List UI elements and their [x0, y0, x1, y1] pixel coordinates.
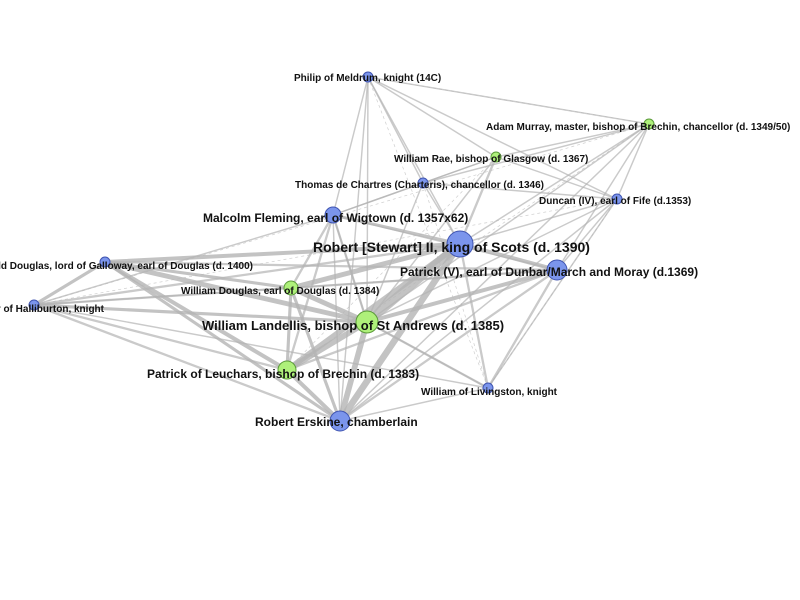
node-layer	[28, 71, 655, 432]
edge-livingston-duncan	[487, 198, 618, 389]
node-leuchars[interactable]	[277, 360, 297, 380]
edge-layer	[32, 76, 650, 425]
node-thomas[interactable]	[417, 177, 429, 189]
edge-robert2-rae	[458, 155, 498, 246]
node-malcolm[interactable]	[324, 206, 342, 224]
edge-erskine-wdouglas	[289, 286, 342, 423]
edge-robert2-erskine	[336, 240, 464, 425]
node-wdouglas[interactable]	[283, 280, 299, 296]
edge-archibald-halliburton	[32, 260, 107, 307]
edge-robert2-archibald	[103, 242, 462, 264]
edge-landellis-halliburton	[32, 303, 369, 324]
node-label-wdouglas: William Douglas, earl of Douglas (d. 138…	[181, 286, 379, 297]
edge-rae-duncan	[495, 156, 618, 200]
edge-malcolm-philip	[332, 76, 369, 216]
edge-wdouglas-malcolm	[289, 213, 335, 290]
edge-malcolm-landellis	[332, 214, 368, 323]
edge-thomas-rae	[422, 156, 497, 184]
node-label-robert2: Robert [Stewart] II, king of Scots (d. 1…	[313, 239, 590, 255]
edge-landellis-patrickv	[365, 268, 559, 324]
node-label-leuchars: Patrick of Leuchars, bishop of Brechin (…	[147, 367, 419, 381]
node-label-philip: Philip of Meldrum, knight (14C)	[294, 73, 441, 84]
node-archibald[interactable]	[99, 256, 111, 268]
edge-patrickv-duncan	[556, 198, 618, 271]
edge-erskine-archibald	[103, 260, 342, 423]
node-patrickv[interactable]	[546, 259, 568, 281]
node-landellis[interactable]	[355, 310, 379, 334]
edge-erskine-livingston	[339, 387, 489, 422]
node-label-livingston: William of Livingston, knight	[421, 387, 558, 398]
edge-thomas-adam	[422, 123, 650, 184]
node-adam[interactable]	[643, 118, 655, 130]
edge-leuchars-patrickv	[285, 268, 559, 372]
edge-adam-philip	[367, 76, 650, 125]
node-philip[interactable]	[362, 71, 374, 83]
edge-rae-leuchars	[286, 156, 497, 371]
edge-robert2-adam	[459, 123, 650, 245]
edge-erskine-patrickv	[338, 268, 559, 423]
node-label-erskine: Robert Erskine, chamberlain	[255, 415, 418, 429]
edge-thomas-landellis	[366, 182, 424, 323]
edge-leuchars-wdouglas	[285, 286, 293, 372]
edge-malcolm-erskine	[332, 214, 341, 422]
edge-leuchars-archibald	[103, 260, 289, 372]
edge-thomas-duncan	[422, 182, 618, 200]
node-label-landellis: William Landellis, bishop of St Andrews …	[202, 318, 504, 333]
edge-landellis-leuchars	[284, 319, 370, 373]
edge-adam-erskine	[339, 123, 650, 422]
node-rae[interactable]	[490, 151, 502, 163]
label-layer: Philip of Meldrum, knight (14C) Adam Murr…	[0, 73, 790, 429]
node-label-halliburton: Walter of Halliburton, knight	[0, 304, 105, 315]
node-halliburton[interactable]	[28, 299, 40, 311]
edge-livingston-halliburton	[33, 304, 489, 389]
node-erskine[interactable]	[329, 410, 351, 432]
edge-archibald-patrickv	[103, 260, 559, 272]
edge-landellis-erskine	[337, 319, 370, 424]
edge-philip-duncan	[367, 76, 618, 200]
node-label-patrickv: Patrick (V), earl of Dunbar/March and Mo…	[400, 265, 698, 279]
edge-leuchars-erskine	[285, 368, 342, 423]
edge-rae-landellis	[366, 156, 497, 323]
edge-rae-philip	[367, 76, 497, 158]
node-label-adam: Adam Murray, master, bishop of Brechin, …	[486, 122, 790, 133]
edge-adam-landellis	[366, 123, 650, 323]
edge-philip-landellis	[366, 76, 369, 323]
edge-halliburton-malcolm	[33, 214, 334, 306]
edge-patrickv-adam	[556, 123, 650, 271]
node-robert2[interactable]	[446, 230, 474, 258]
edge-wdouglas-archibald	[103, 260, 293, 290]
edge-adam-duncan	[616, 123, 650, 200]
node-label-thomas: Thomas de Chartres (Charteris), chancell…	[295, 180, 544, 191]
edge-robert2-halliburton	[32, 242, 462, 307]
edge-philip-erskine	[339, 76, 369, 422]
node-label-rae: William Rae, bishop of Glasgow (d. 1367)	[394, 154, 588, 165]
edge-robert2-duncan	[459, 198, 618, 245]
node-livingston[interactable]	[482, 382, 494, 394]
edge-duncan-landellis	[366, 198, 618, 323]
edge-philip-thomas	[367, 76, 424, 184]
edge-robert2-philip	[367, 76, 461, 245]
node-duncan[interactable]	[611, 193, 623, 205]
edge-landellis-wdouglas	[288, 285, 370, 325]
edge-philip-livingston	[367, 76, 489, 389]
edge-erskine-halliburton	[32, 303, 342, 423]
edge-leuchars-malcolm	[285, 213, 335, 372]
node-label-duncan: Duncan (IV), earl of Fife (d.1353)	[539, 196, 691, 207]
node-label-malcolm: Malcolm Fleming, earl of Wigtown (d. 135…	[203, 211, 468, 225]
edge-patrickv-livingston	[486, 268, 559, 390]
edge-patrickv-malcolm	[332, 214, 558, 271]
edge-duncan-erskine	[339, 198, 618, 422]
edge-livingston-landellis	[366, 321, 489, 389]
node-label-archibald: Archibald Douglas, lord of Galloway, ear…	[0, 261, 253, 272]
edge-leuchars-halliburton	[32, 303, 289, 372]
